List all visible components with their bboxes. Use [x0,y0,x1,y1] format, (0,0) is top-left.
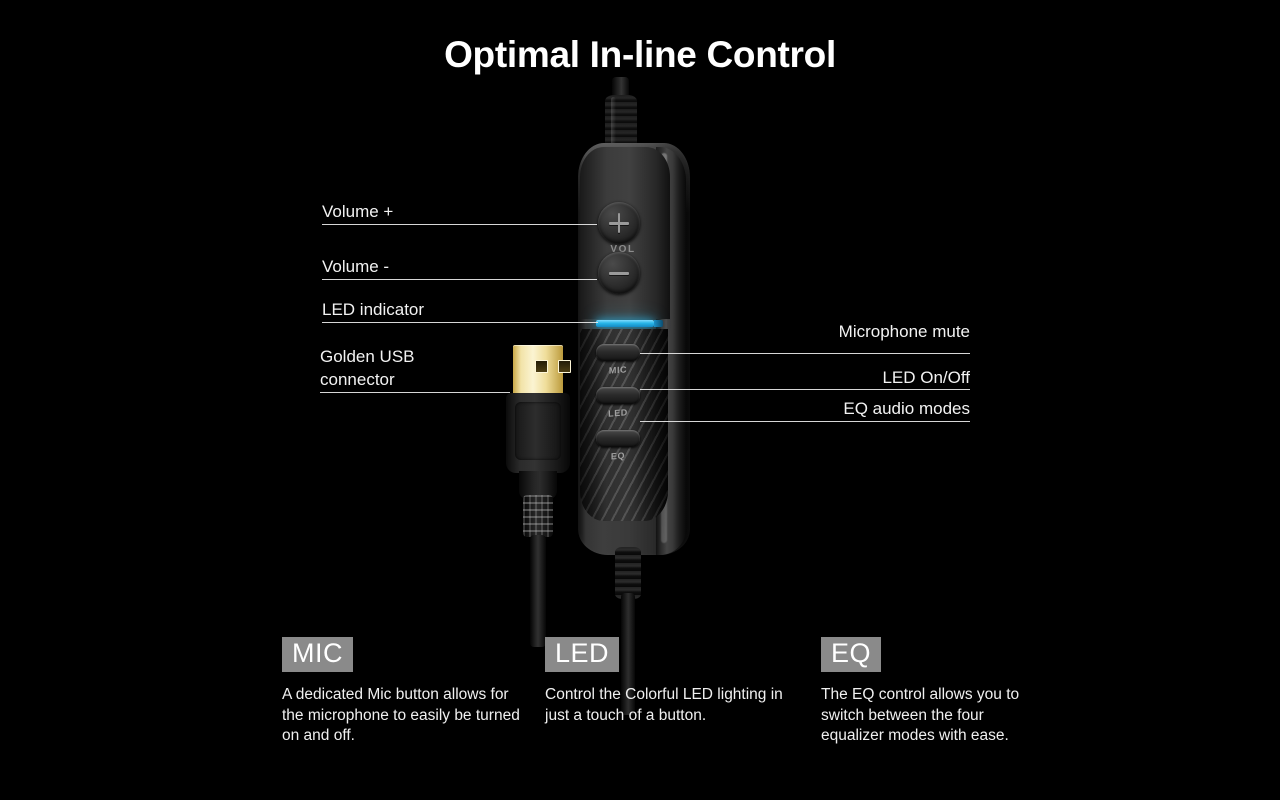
volume-label: VOL [610,244,636,255]
mic-button[interactable] [596,344,640,361]
feature-mic-text: A dedicated Mic button allows for the mi… [282,686,520,744]
leader-line-eq-audio-modes [640,421,970,422]
volume-down-button[interactable] [598,252,640,294]
usb-connector [500,345,580,647]
leader-line-microphone-mute [640,353,970,354]
feature-mic-badge: MIC [282,637,353,672]
callout-eq-audio-modes: EQ audio modes [700,397,970,420]
usb-braided-strain-relief [523,495,553,537]
volume-up-button[interactable] [598,202,640,244]
led-button[interactable] [596,387,640,404]
feature-mic: MIC A dedicated Mic button allows for th… [282,637,522,747]
callout-volume-up-label: Volume + [322,202,394,221]
callout-volume-down-label: Volume - [322,257,390,276]
led-indicator-strip-edge [654,320,663,327]
callout-volume-down: Volume - [322,255,389,278]
feature-led-text: Control the Colorful LED lighting in jus… [545,686,783,724]
plus-icon-vertical [617,213,621,233]
callout-led-on-off-label: LED On/Off [882,368,970,387]
feature-eq: EQ The EQ control allows you to switch b… [821,637,1026,747]
feature-led-badge: LED [545,637,620,672]
callout-microphone-mute-label: Microphone mute [838,322,970,341]
callout-led-indicator-label: LED indicator [322,300,425,319]
callout-eq-audio-modes-label: EQ audio modes [843,399,970,418]
cable-bottom [621,593,635,715]
usb-contact-slot-right [558,360,571,373]
usb-gold-plug [513,345,571,395]
usb-cable [530,535,546,647]
leader-line-led-indicator [322,322,598,323]
device-textured-panel-shading [580,329,668,521]
eq-button[interactable] [596,430,640,447]
leader-line-golden-usb-connector [320,392,510,393]
minus-icon [609,272,629,275]
usb-housing [506,393,570,473]
inline-control-device: VOL MIC LED EQ [560,77,730,715]
leader-line-volume-up [322,224,597,225]
feature-led: LED Control the Colorful LED lighting in… [545,637,785,726]
led-indicator-strip [596,320,654,327]
leader-line-led-on-off [640,389,970,390]
feature-eq-badge: EQ [821,637,882,672]
leader-line-volume-down [322,279,597,280]
usb-housing-neck [519,471,557,499]
callout-led-indicator: LED indicator [322,298,424,321]
callout-golden-usb-connector: Golden USB connector [320,345,505,391]
callout-golden-usb-connector-label: Golden USB connector [320,347,415,389]
strain-relief-bottom [615,547,641,599]
callout-microphone-mute: Microphone mute [700,320,970,343]
usb-contact-slot-left [535,360,548,373]
feature-eq-text: The EQ control allows you to switch betw… [821,686,1020,744]
callout-led-on-off: LED On/Off [700,366,970,389]
page-title: Optimal In-line Control [444,34,836,75]
callout-volume-up: Volume + [322,200,393,223]
